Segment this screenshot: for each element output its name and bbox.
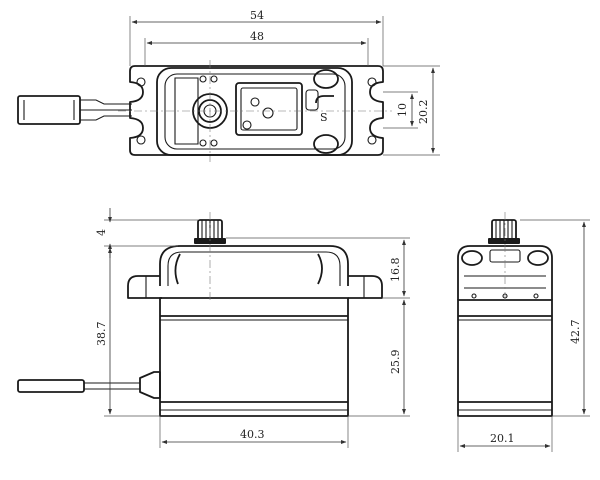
top-view-cable bbox=[17, 95, 132, 125]
dim-body-length: 40.3 bbox=[159, 416, 349, 448]
svg-text:10: 10 bbox=[396, 103, 409, 117]
svg-text:20.1: 20.1 bbox=[490, 432, 515, 445]
top-view-mounting-plate bbox=[129, 65, 384, 156]
dim-hole-spacing: 48 bbox=[144, 30, 369, 66]
dim-overall-width: 54 bbox=[129, 9, 384, 66]
top-view-case bbox=[156, 67, 353, 156]
dim-side-body-width: 20.1 bbox=[457, 416, 553, 452]
top-view-side-domes bbox=[313, 69, 339, 154]
front-view-mounting-ears bbox=[127, 275, 383, 299]
svg-text:25.9: 25.9 bbox=[389, 350, 402, 375]
side-view: 42.7 20.1 bbox=[457, 212, 590, 452]
svg-text:54: 54 bbox=[250, 9, 264, 22]
side-view-spline bbox=[488, 219, 520, 244]
svg-text:20.2: 20.2 bbox=[417, 100, 430, 125]
side-view-body bbox=[457, 299, 553, 417]
front-view-cable bbox=[17, 371, 161, 399]
dim-horn-height: 4 bbox=[95, 208, 198, 258]
svg-text:42.7: 42.7 bbox=[569, 320, 582, 345]
svg-text:48: 48 bbox=[250, 30, 264, 43]
front-view: 4 38.7 16.8 25.9 40.3 bbox=[17, 208, 410, 448]
svg-text:16.8: 16.8 bbox=[389, 258, 402, 283]
svg-text:38.7: 38.7 bbox=[95, 322, 108, 347]
svg-text:4: 4 bbox=[95, 229, 108, 236]
dim-side-total-height: 42.7 bbox=[520, 219, 590, 417]
dim-mount-tab-spacing: 10 bbox=[383, 91, 418, 129]
front-view-upper-case bbox=[159, 245, 349, 286]
top-view-label-panel bbox=[235, 82, 303, 136]
dim-ear-to-top: 16.8 bbox=[226, 237, 410, 299]
dim-ear-to-bottom: 25.9 bbox=[348, 299, 410, 417]
dim-overall-depth: 20.2 bbox=[383, 65, 440, 156]
svg-text:40.3: 40.3 bbox=[240, 428, 265, 441]
front-view-body bbox=[159, 297, 349, 417]
top-view-logo: S bbox=[320, 111, 328, 124]
top-view: S 54 48 10 20.2 bbox=[17, 9, 440, 162]
dim-total-height: 38.7 bbox=[95, 247, 160, 417]
